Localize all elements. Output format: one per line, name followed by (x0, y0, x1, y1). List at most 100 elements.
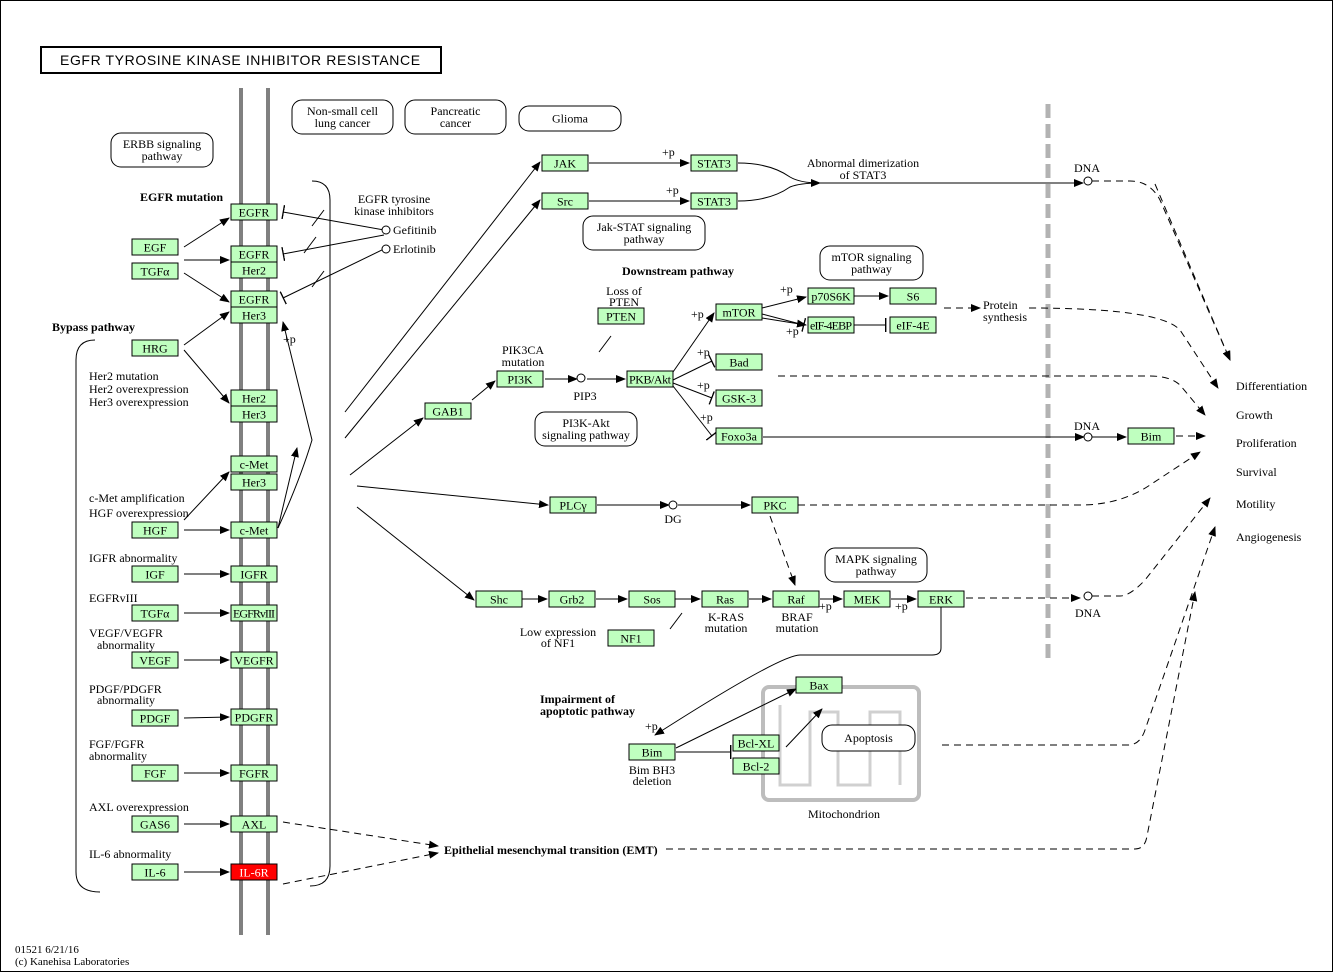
gene-sos[interactable]: Sos (628, 590, 676, 608)
gene-box[interactable] (715, 389, 763, 407)
gene-box[interactable] (732, 734, 780, 752)
gene-box[interactable] (230, 708, 278, 726)
gene-fgfr[interactable]: FGFR (230, 764, 278, 782)
gene-box[interactable] (626, 370, 674, 388)
gene-box[interactable] (628, 590, 676, 608)
gene-vegf[interactable]: VEGF (131, 651, 179, 669)
gene-stat3_2[interactable]: STAT3 (690, 192, 738, 210)
gene-box[interactable] (230, 261, 278, 279)
pathway-box[interactable] (582, 215, 706, 251)
pathway-box[interactable] (821, 724, 916, 752)
gene-box[interactable] (843, 590, 891, 608)
gene-box[interactable] (131, 709, 179, 727)
gene-box[interactable] (131, 339, 179, 357)
gene-box[interactable] (230, 306, 278, 324)
gene-pdgfr[interactable]: PDGFR (230, 708, 278, 726)
gene-box[interactable] (597, 307, 645, 325)
gene-box[interactable] (131, 815, 179, 833)
gene-pdgf[interactable]: PDGF (131, 709, 179, 727)
gene-box[interactable] (807, 316, 855, 334)
gene-box[interactable] (917, 590, 965, 608)
gene-pten[interactable]: PTEN (597, 307, 645, 325)
gene-box[interactable] (549, 496, 597, 514)
gene-box[interactable] (541, 154, 589, 172)
pathway-map-glioma[interactable]: Glioma (518, 105, 622, 132)
gene-hrg[interactable]: HRG (131, 339, 179, 357)
gene-hgf[interactable]: HGF (131, 521, 179, 539)
gene-il6[interactable]: IL-6 (131, 863, 179, 881)
pathway-box[interactable] (534, 411, 638, 447)
gene-box[interactable] (230, 473, 278, 491)
gene-tgfa_2[interactable]: TGFα (131, 604, 179, 622)
gene-bcl2[interactable]: Bcl-2 (732, 757, 780, 775)
gene-box[interactable] (131, 764, 179, 782)
gene-box[interactable] (230, 455, 278, 473)
gene-box[interactable] (131, 565, 179, 583)
gene-mek[interactable]: MEK (843, 590, 891, 608)
pathway-box[interactable] (518, 105, 622, 132)
gene-gsk3[interactable]: GSK-3 (715, 389, 763, 407)
gene-plcy[interactable]: PLCγ (549, 496, 597, 514)
gene-box[interactable] (548, 590, 596, 608)
gene-box[interactable] (496, 370, 544, 388)
gene-box[interactable] (701, 590, 749, 608)
gene-bim_2[interactable]: Bim (628, 743, 676, 761)
gene-her3_1[interactable]: Her3 (230, 306, 278, 324)
gene-box[interactable] (424, 402, 472, 420)
gene-il6r[interactable]: IL-6R (230, 863, 278, 881)
gene-box[interactable] (541, 192, 589, 210)
gene-box[interactable] (230, 815, 278, 833)
gene-stat3_1[interactable]: STAT3 (690, 154, 738, 172)
gene-her2_1[interactable]: Her2 (230, 261, 278, 279)
pathway-box[interactable] (819, 245, 924, 281)
gene-egf[interactable]: EGF (131, 238, 179, 256)
gene-bclxl[interactable]: Bcl-XL (732, 734, 780, 752)
gene-box[interactable] (131, 604, 179, 622)
gene-pi3k[interactable]: PI3K (496, 370, 544, 388)
gene-box[interactable] (475, 590, 523, 608)
gene-bim_1[interactable]: Bim (1127, 427, 1175, 445)
gene-box[interactable] (131, 262, 179, 280)
gene-box[interactable] (690, 192, 738, 210)
gene-fgf[interactable]: FGF (131, 764, 179, 782)
gene-box[interactable] (230, 565, 278, 583)
gene-bax[interactable]: Bax (795, 676, 843, 694)
gene-box[interactable] (230, 764, 278, 782)
gene-box[interactable] (889, 287, 937, 305)
gene-nf1[interactable]: NF1 (607, 629, 655, 647)
gene-src[interactable]: Src (541, 192, 589, 210)
gene-grb2[interactable]: Grb2 (548, 590, 596, 608)
gene-mtor[interactable]: mTOR (715, 303, 763, 321)
gene-box[interactable] (230, 651, 278, 669)
gene-box[interactable] (795, 676, 843, 694)
gene-her2_2[interactable]: Her2 (230, 389, 278, 407)
gene-box[interactable] (131, 651, 179, 669)
gene-her3_2[interactable]: Her3 (230, 405, 278, 423)
gene-box[interactable] (607, 629, 655, 647)
gene-cmet_1[interactable]: c-Met (230, 455, 278, 473)
gene-eif4ebp[interactable]: eIF-4EBP (807, 316, 855, 334)
gene-box[interactable] (131, 238, 179, 256)
gene-box[interactable] (1127, 427, 1175, 445)
gene-box[interactable] (230, 604, 278, 622)
gene-egfrviii[interactable]: EGFRvIII (230, 604, 278, 622)
gene-box[interactable] (230, 863, 278, 881)
pathway-map-apoptosis[interactable]: Apoptosis (821, 724, 916, 752)
gene-box[interactable] (230, 521, 278, 539)
gene-box[interactable] (715, 303, 763, 321)
gene-foxo3a[interactable]: Foxo3a (715, 427, 763, 445)
gene-tgfa_1[interactable]: TGFα (131, 262, 179, 280)
gene-s6[interactable]: S6 (889, 287, 937, 305)
gene-vegfr[interactable]: VEGFR (230, 651, 278, 669)
gene-eif4e[interactable]: eIF-4E (889, 316, 937, 334)
gene-igfr[interactable]: IGFR (230, 565, 278, 583)
gene-jak[interactable]: JAK (541, 154, 589, 172)
gene-egfr_3[interactable]: EGFR (230, 290, 278, 308)
gene-axl[interactable]: AXL (230, 815, 278, 833)
